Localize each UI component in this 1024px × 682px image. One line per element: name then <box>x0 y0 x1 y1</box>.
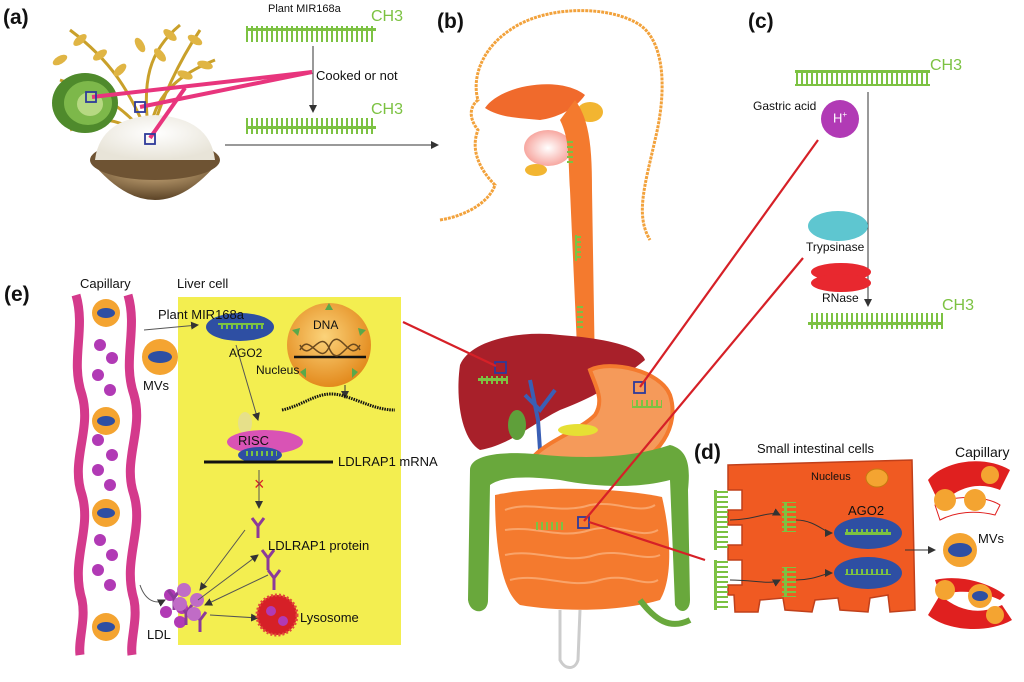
mrna-wave <box>281 392 396 412</box>
sigmoid <box>637 598 692 627</box>
rnase-label: RNase <box>822 291 859 305</box>
intestine-loops <box>504 503 661 585</box>
liver-mirna <box>478 376 508 384</box>
connector-lines <box>402 139 819 562</box>
esophagus-mirna <box>567 140 583 331</box>
nucleus-label-e: Nucleus <box>256 363 300 377</box>
sampling-lines <box>91 70 313 140</box>
small-intestinal-cells-label: Small intestinal cells <box>757 441 875 456</box>
mirna-post-digestion <box>808 313 943 329</box>
rectum <box>558 609 582 669</box>
oral-cavity <box>524 130 572 166</box>
liver-box <box>494 361 507 374</box>
panel-label-a: (a) <box>3 6 29 29</box>
ldl-particles <box>173 583 204 621</box>
pathway-arrows <box>139 321 269 622</box>
intestine-nucleus-label: Nucleus <box>811 471 851 483</box>
mirna-raw <box>246 26 376 42</box>
ago2-complex-lower <box>834 557 902 589</box>
sample-boxes <box>85 91 156 145</box>
methyl-label-c1: CH3 <box>930 57 963 74</box>
methyl-label-c2: CH3 <box>942 297 975 314</box>
panel-label-d: (d) <box>694 441 721 464</box>
ago2-to-risc-arrow <box>235 344 260 421</box>
villi-mirna <box>714 490 796 610</box>
ago2-label-e: AGO2 <box>229 346 263 360</box>
ago2-complex-upper <box>834 517 902 549</box>
lysosome-icon <box>255 593 299 637</box>
intestine-mirna <box>536 522 566 530</box>
mvs-label-e: MVs <box>143 378 169 393</box>
panel-e-liver-mechanism: × <box>71 293 401 656</box>
bile-duct <box>523 379 557 451</box>
risc-complex <box>227 412 303 463</box>
nasal-passage <box>485 84 585 120</box>
capillary-walls <box>71 293 142 656</box>
gastric-acid-label: Gastric acid <box>753 99 817 113</box>
panel-label-e: (e) <box>4 283 30 306</box>
risc-label: RISC <box>238 433 270 448</box>
panel-label-b: (b) <box>437 10 464 33</box>
liver-nucleus <box>287 303 371 387</box>
panel-c-digestion <box>795 70 943 329</box>
trypsinase-label: Trypsinase <box>806 240 865 254</box>
methyl-label-a1: CH3 <box>371 8 404 25</box>
mirna-cooked <box>246 118 376 134</box>
capillary-label-d: Capillary <box>955 444 1010 460</box>
stomach-box <box>633 381 646 394</box>
rice-bowl <box>90 115 220 200</box>
plant-mir168a-label-e: Plant MIR168a <box>158 307 244 322</box>
blood-particles <box>92 339 188 628</box>
ldlrap1-protein-label: LDLRAP1 protein <box>268 538 370 553</box>
mvs-label-d: MVs <box>978 531 1004 546</box>
plant-mir168a-label-a: Plant MIR168a <box>268 3 341 15</box>
lysosome-label: Lysosome <box>300 610 359 625</box>
panel-label-c: (c) <box>748 10 774 33</box>
ago2-mirna-complex <box>206 313 274 341</box>
pancreas <box>558 424 598 436</box>
ldl-label: LDL <box>147 627 171 642</box>
capillary-mvs <box>92 299 120 641</box>
cooked-or-not-label: Cooked or not <box>316 68 398 83</box>
head-outline <box>439 9 664 241</box>
intestinal-nucleus <box>865 468 889 488</box>
salivary-gland-lower <box>525 164 547 176</box>
stomach-mirna <box>632 400 662 408</box>
rnase-icon <box>811 263 871 292</box>
capillary-label-e: Capillary <box>80 276 131 291</box>
proton-icon <box>821 100 859 138</box>
capillary-cells-d <box>928 461 1012 630</box>
intestine-arrows <box>729 508 936 587</box>
proton-label: H+ <box>833 110 848 126</box>
liver-cell-label: Liver cell <box>177 276 229 291</box>
panel-a-food <box>52 23 439 200</box>
cabbage <box>52 73 118 133</box>
dna-label: DNA <box>313 318 339 332</box>
ago2-label-d: AGO2 <box>848 503 885 518</box>
large-intestine <box>468 445 690 612</box>
panel-d-intestinal-cells <box>714 459 1012 630</box>
mv-outside-capillary <box>142 339 178 375</box>
mirna-pre-digestion <box>795 70 930 86</box>
gallbladder <box>508 410 526 440</box>
methyl-label-a2: CH3 <box>371 101 404 118</box>
panel-b-digestive-system <box>439 9 692 669</box>
trypsinase-icon <box>808 211 868 241</box>
ldlrap1-mrna-label: LDLRAP1 mRNA <box>338 454 438 469</box>
